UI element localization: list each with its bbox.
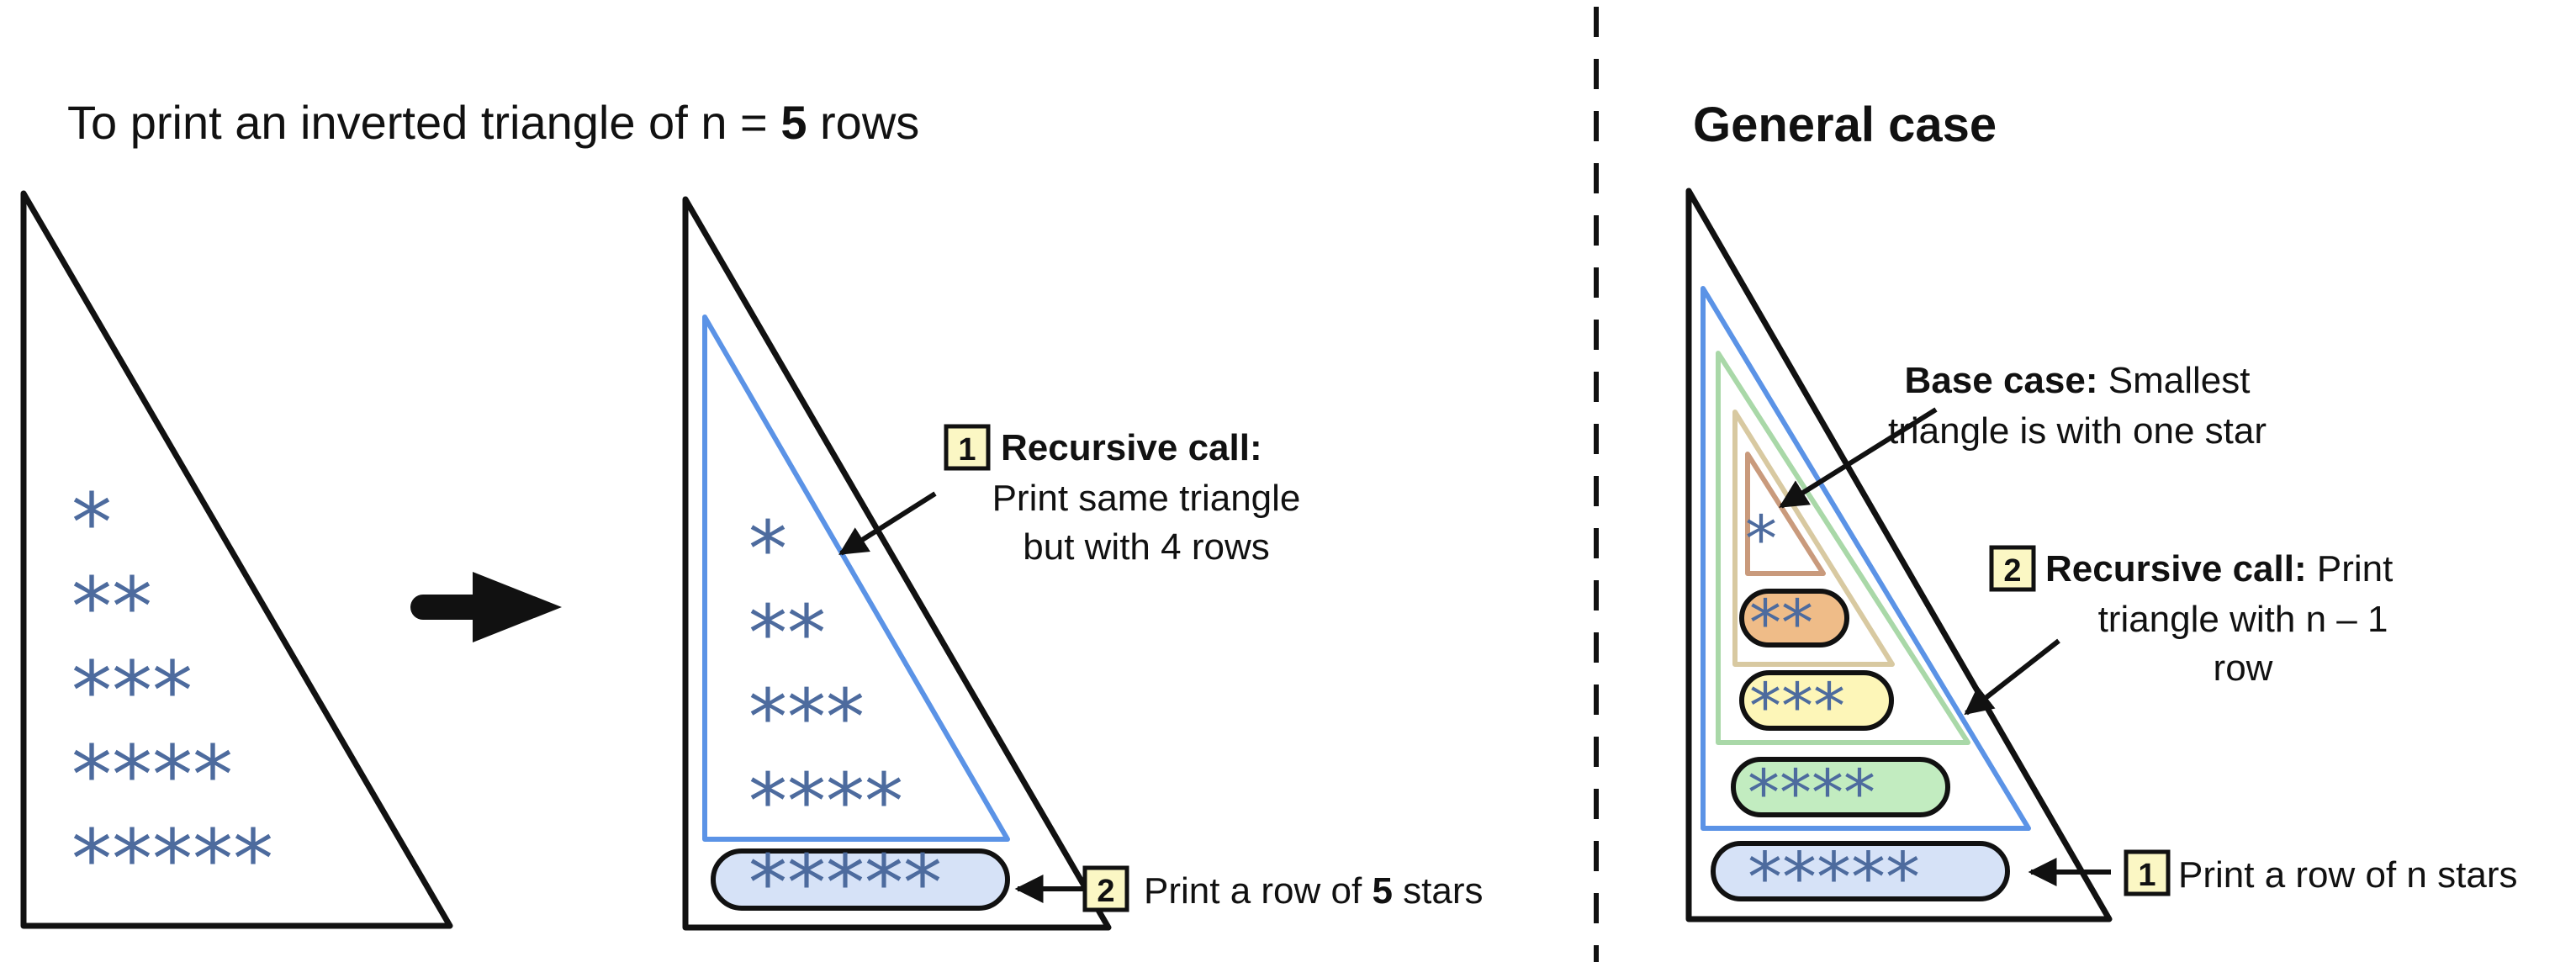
middle-step2-text: Print a row of 5 stars <box>1144 870 1484 912</box>
middle-star-row-2: ** <box>748 589 826 679</box>
middle-triangle <box>682 196 1112 931</box>
right-pill-2 <box>1739 589 1849 648</box>
middle-subtriangle <box>702 314 1010 842</box>
middle-badge-2-number: 2 <box>1097 874 1114 909</box>
right-star-row-5: ***** <box>1748 838 1920 918</box>
right-tan-triangle <box>1732 410 1895 667</box>
middle-step1-label: Recursive call: <box>1001 427 1262 468</box>
left-triangle <box>20 190 453 929</box>
recursive-line3: row <box>2214 648 2273 689</box>
middle-step1-line2: but with 4 rows <box>1023 526 1269 568</box>
right-star-row-2: ** <box>1749 585 1813 660</box>
right-badge-2-number: 2 <box>2003 553 2021 589</box>
base-case-line2: triangle is with one star <box>1888 410 2267 452</box>
middle-badge-1-number: 1 <box>958 432 976 468</box>
right-star-row-3: *** <box>1749 669 1845 743</box>
middle-step1-arrow <box>838 491 937 556</box>
right-blue-triangle <box>1701 286 2031 831</box>
middle-badge-2 <box>1082 865 1129 912</box>
right-pill-3 <box>1739 670 1894 731</box>
right-pill-5 <box>1711 841 2010 901</box>
middle-star-row-1: * <box>748 505 787 595</box>
middle-step1-line1: Print same triangle <box>992 478 1301 519</box>
left-star-row-1: * <box>71 476 112 570</box>
middle-row-pill <box>711 848 1010 911</box>
right-badge-1 <box>2124 849 2171 896</box>
right-title: General case <box>1693 98 1997 152</box>
left-title: To print an inverted triangle of n = 5 r… <box>67 96 919 149</box>
left-star-row-3: *** <box>71 644 193 738</box>
right-triangle <box>1685 188 2113 922</box>
right-star-row-1: * <box>1745 501 1777 576</box>
recursive-arrow <box>1964 638 2060 716</box>
middle-star-row-4: **** <box>748 757 903 847</box>
middle-bottom-row: ***** <box>748 838 942 928</box>
right-green-triangle <box>1716 351 1970 745</box>
base-case-arrow <box>1779 407 1938 509</box>
right-badge-2 <box>1989 545 2036 592</box>
right-brown-triangle <box>1745 452 1826 576</box>
transition-arrow-head <box>473 572 562 642</box>
middle-badge-1 <box>944 424 991 471</box>
left-star-row-5: ***** <box>71 812 273 906</box>
recursive-line2: triangle with n – 1 <box>2098 599 2388 640</box>
left-star-row-4: **** <box>71 728 233 822</box>
recursive-line1: Recursive call: Print <box>2045 548 2393 589</box>
left-star-row-2: ** <box>71 560 152 654</box>
base-case-line1: Base case: Smallest <box>1905 360 2251 401</box>
right-pill-4 <box>1731 757 1950 817</box>
right-badge-1-number: 1 <box>2138 858 2155 893</box>
middle-star-row-3: *** <box>748 673 865 763</box>
right-star-row-4: **** <box>1748 755 1875 830</box>
print-row-text: Print a row of n stars <box>2178 854 2517 896</box>
